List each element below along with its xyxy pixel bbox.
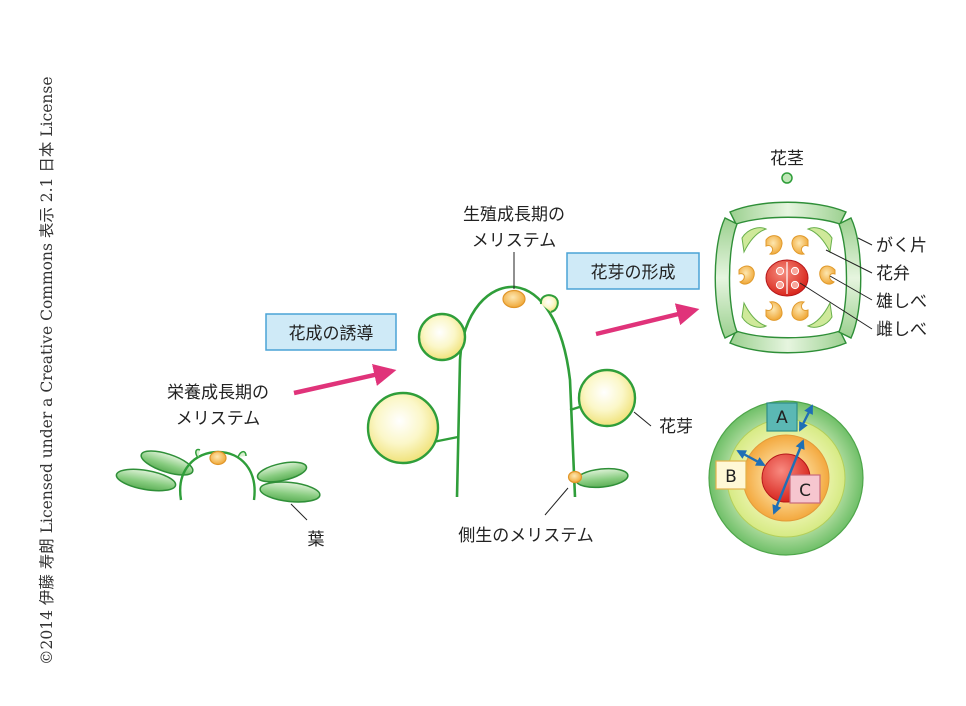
reproductive-meristem-dot <box>502 289 526 309</box>
lateral-meristem-label: 側生のメリステム <box>458 526 594 546</box>
stamen-label: 雄しべ <box>876 292 927 312</box>
pistil-label: 雌しべ <box>876 320 927 340</box>
stamen-bottom-left <box>765 301 783 321</box>
formation-label: 花芽の形成 <box>591 263 676 283</box>
leaf-right-lower <box>259 481 321 503</box>
leaf-leader-line <box>290 503 308 521</box>
leaf-label: 葉 <box>308 530 325 550</box>
flower-bud-label: 花芽 <box>659 417 693 437</box>
stamen-left <box>738 265 755 285</box>
induction-box <box>265 313 397 351</box>
copyright-text: ©2014 伊藤 寿朗 Licensed under a Creative Co… <box>38 76 56 665</box>
petal-top-right <box>806 227 833 254</box>
sepal-bottom <box>729 330 847 354</box>
flower-stalk-dot <box>781 172 793 184</box>
ovule-1 <box>775 266 785 276</box>
branch-lower-left <box>432 435 459 444</box>
flower-bud-lower-left <box>366 391 440 465</box>
reproductive-stem <box>455 285 577 498</box>
abc-model: A B C <box>708 400 864 556</box>
petal-bottom-right <box>806 301 833 328</box>
flower-bud-upper-left <box>417 312 467 362</box>
induction-arrow <box>293 363 397 396</box>
petal-label: 花弁 <box>876 264 910 284</box>
flower-bud-leader <box>633 411 652 427</box>
ovule-3 <box>775 280 785 290</box>
stamen-leader <box>829 275 873 301</box>
leaf-primordium-left <box>195 448 201 459</box>
lateral-meristem-dot <box>567 470 583 484</box>
leaf-left-lower <box>115 468 177 492</box>
sepal-label: がく片 <box>876 236 927 256</box>
pistil-leader <box>799 282 873 330</box>
formation-arrow <box>595 303 700 337</box>
sepal-top <box>729 201 847 225</box>
petal-leader <box>825 249 873 274</box>
ovule-2 <box>790 266 800 276</box>
stamens <box>738 235 836 321</box>
formation-box <box>566 252 700 290</box>
lateral-meristem-leader <box>544 487 569 516</box>
primordium-top-right <box>539 294 559 313</box>
arrow-b-range <box>736 449 766 467</box>
reproductive-meristem-label-2: メリステム <box>472 231 557 251</box>
vegetative-meristem-label-2: メリステム <box>176 409 261 429</box>
petal-top-left <box>741 227 768 254</box>
stamen-top-right <box>791 235 809 255</box>
box-a-label: A <box>776 408 788 428</box>
ovule-4 <box>790 280 800 290</box>
vegetative-plant <box>115 448 321 521</box>
stamen-bottom-right <box>791 301 809 321</box>
petal-bottom-left <box>741 301 768 328</box>
stamen-right <box>819 265 836 285</box>
box-b-label: B <box>725 467 737 487</box>
vegetative-meristem-dot <box>209 450 227 466</box>
sepal-leader <box>857 237 873 246</box>
reproductive-plant <box>366 252 652 516</box>
arrow-a-range <box>798 404 814 432</box>
flower-stalk-label: 花茎 <box>770 149 804 169</box>
flower-bud-right <box>577 368 637 428</box>
box-a <box>766 402 798 432</box>
leaf-right-upper <box>256 461 308 483</box>
leaf-primordium-right <box>237 450 247 458</box>
sepal-right <box>838 217 862 339</box>
lateral-leaf <box>575 467 629 489</box>
box-c-label: C <box>799 481 811 501</box>
floral-diagram <box>714 172 873 354</box>
stamen-top-left <box>765 235 783 255</box>
reproductive-meristem-label-1: 生殖成長期の <box>463 205 565 225</box>
sepal-left <box>714 217 738 339</box>
leaf-left-upper <box>140 450 194 476</box>
arrow-c-range <box>772 439 805 515</box>
vegetative-meristem-label-1: 栄養成長期の <box>167 383 269 403</box>
induction-label: 花成の誘導 <box>289 324 374 344</box>
